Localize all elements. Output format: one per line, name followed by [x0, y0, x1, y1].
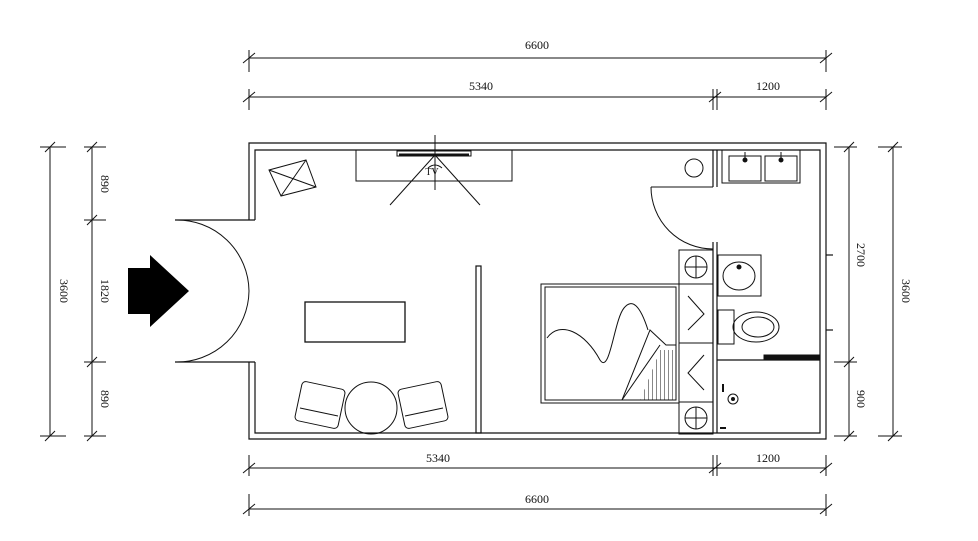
tv-label: TV	[425, 167, 439, 178]
dimension-lines	[40, 50, 902, 516]
bathroom-door	[650, 186, 714, 250]
dim-left-lower: 890	[98, 390, 112, 408]
dim-right-lower: 900	[854, 390, 868, 408]
dim-top-left: 5340	[469, 79, 493, 93]
entry-double-door	[174, 219, 250, 363]
bed	[540, 283, 680, 404]
walls	[175, 142, 833, 440]
trash-bin-icon	[684, 158, 704, 178]
dim-top-right: 1200	[756, 79, 780, 93]
dim-bottom-right: 1200	[756, 451, 780, 465]
lounge-chair-right	[397, 381, 449, 429]
dim-right-bath: 2700	[854, 243, 868, 267]
tv-cabinet	[355, 135, 513, 206]
dim-bottom-left: 5340	[426, 451, 450, 465]
luggage-box-icon	[268, 159, 317, 197]
lounge-chair-left	[294, 381, 346, 429]
coffee-table	[304, 301, 406, 343]
dim-left-door: 1820	[98, 279, 112, 303]
dimension-labels: 6600 5340 1200 5340 1200 6600 3600 890 1…	[57, 38, 913, 506]
dim-top-overall: 6600	[525, 38, 549, 52]
dim-left-upper: 890	[98, 175, 112, 193]
nightstand-column	[678, 249, 714, 435]
entry-arrow-icon	[128, 255, 189, 327]
bathroom-fixtures	[684, 149, 821, 429]
dim-bottom-overall: 6600	[525, 492, 549, 506]
dim-right-overall: 3600	[899, 279, 913, 303]
dim-left-overall: 3600	[57, 279, 71, 303]
round-side-table	[344, 381, 398, 435]
